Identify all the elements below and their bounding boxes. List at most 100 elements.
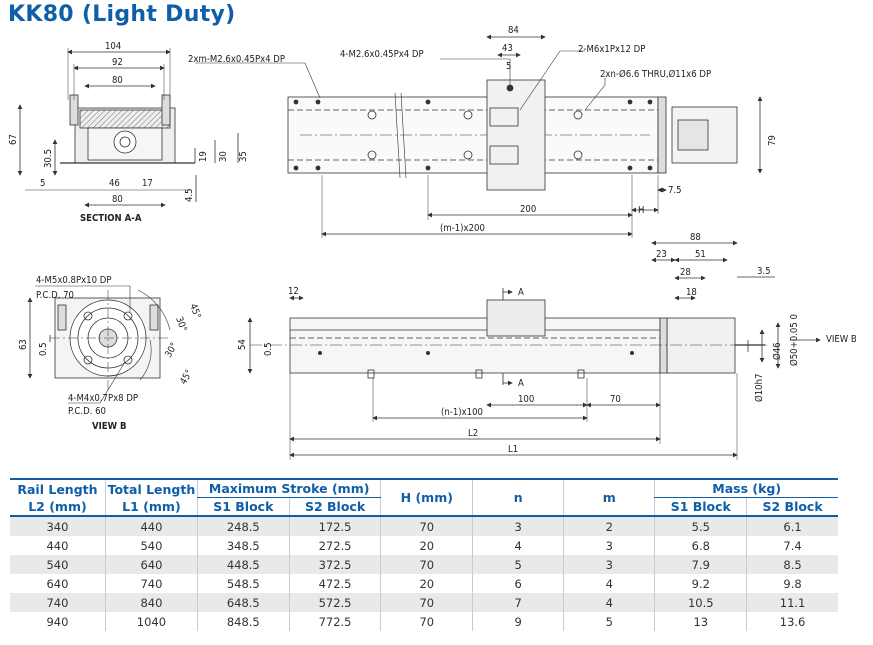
cell: 70: [380, 612, 473, 631]
cell: 348.5: [196, 536, 290, 555]
cell: 9.2: [654, 574, 747, 593]
dim-46: 46: [109, 178, 120, 189]
spec-table: Rail Length L2 (mm) Total Length L1 (mm)…: [10, 478, 838, 631]
cell: 248.5: [196, 516, 290, 536]
angle-45-bottom: 45°: [178, 368, 195, 387]
cell: 740: [10, 593, 106, 612]
cell: 70: [380, 516, 473, 536]
note-2xn-thru: 2xn-Ø6.6 THRU,Ø11x6 DP: [600, 69, 711, 80]
cell: 448.5: [196, 555, 290, 574]
header-stroke-s2: S2 Block: [288, 497, 381, 517]
cell: 70: [380, 555, 473, 574]
cell: 540: [104, 536, 198, 555]
dim-0-5-side: 0.5: [263, 342, 274, 356]
note-4-m2-6: 4-M2.6x0.45Px4 DP: [340, 49, 424, 60]
angle-30-bottom: 30°: [163, 341, 180, 360]
cell: 272.5: [288, 536, 381, 555]
cell: 472.5: [288, 574, 381, 593]
cell: 4: [472, 536, 564, 555]
dim-104: 104: [105, 41, 121, 52]
header-m: m: [563, 479, 655, 517]
cell: 548.5: [196, 574, 290, 593]
cell: 572.5: [288, 593, 381, 612]
cell: 540: [10, 555, 106, 574]
cell: 20: [380, 536, 473, 555]
cell: 6.1: [746, 516, 838, 536]
cell: 648.5: [196, 593, 290, 612]
dim-dia-10h7: Ø10h7: [754, 374, 765, 402]
cell: 3: [563, 536, 655, 555]
table-row: 440 540 348.5 272.5 20 4 3 6.8 7.4: [10, 536, 838, 555]
cell: 2: [563, 516, 655, 536]
cell: 3: [563, 555, 655, 574]
cell: 5: [472, 555, 564, 574]
dim-88: 88: [690, 232, 701, 243]
cell: 7.4: [746, 536, 838, 555]
cell: 940: [10, 612, 106, 631]
dim-m-1-x200: (m-1)x200: [440, 223, 485, 234]
page-title: KK80 (Light Duty): [8, 2, 236, 27]
section-mark-a-bottom: A: [518, 378, 524, 389]
cell: 4: [563, 574, 655, 593]
cell: 3: [472, 516, 564, 536]
table-row: 940 1040 848.5 772.5 70 9 5 13 13.6: [10, 612, 838, 631]
header-mass: Mass (kg): [654, 479, 838, 498]
header-rail-length-unit: L2 (mm): [28, 498, 87, 514]
cell: 10.5: [654, 593, 747, 612]
table-row: 740 840 648.5 572.5 70 7 4 10.5 11.1: [10, 593, 838, 612]
header-rail-length-label: Rail Length: [17, 481, 98, 497]
cell: 7.9: [654, 555, 747, 574]
dim-30-5: 30.5: [43, 149, 54, 168]
technical-drawing: 104 92 80 67 30.5 19 30 35 5 46 17 80 4.…: [8, 25, 857, 460]
cell: 440: [104, 516, 198, 536]
note-pcd-70: P.C.D. 70: [36, 290, 74, 301]
dim-80: 80: [112, 75, 123, 86]
cell: 848.5: [196, 612, 290, 631]
dim-5: 5: [40, 178, 45, 189]
cell: 5: [563, 612, 655, 631]
dim-23: 23: [656, 249, 667, 260]
note-pcd-60: P.C.D. 60: [68, 406, 106, 417]
dim-dia-50: Ø50+0.05 0: [789, 314, 800, 366]
table-row: 340 440 248.5 172.5 70 3 2 5.5 6.1: [10, 516, 838, 536]
cell: 440: [10, 536, 106, 555]
dim-35: 35: [238, 151, 249, 162]
header-rail-length: Rail Length L2 (mm): [10, 479, 106, 517]
cell: 11.1: [746, 593, 838, 612]
dim-28: 28: [680, 267, 691, 278]
dim-18: 18: [686, 287, 697, 298]
dim-19: 19: [198, 151, 209, 162]
dim-200: 200: [520, 204, 536, 215]
dim-63: 63: [18, 339, 29, 350]
header-max-stroke: Maximum Stroke (mm): [196, 479, 381, 498]
cell: 640: [104, 555, 198, 574]
view-b-drawing: 4-M5x0.8Px10 DP P.C.D. 70 4-M4x0.7Px8 DP…: [18, 275, 203, 432]
header-mass-s1: S1 Block: [654, 497, 747, 517]
dim-5-top: 5: [506, 61, 511, 72]
top-view-drawing: 2xm-M2.6x0.45Px4 DP 4-M2.6x0.45Px4 DP 2-…: [188, 25, 778, 238]
note-2xm-m2-6: 2xm-M2.6x0.45Px4 DP: [188, 54, 285, 65]
angle-45-top: 45°: [187, 302, 203, 320]
cell: 9: [472, 612, 564, 631]
dim-30: 30: [218, 151, 229, 162]
dim-70: 70: [610, 394, 621, 405]
section-a-a-label: SECTION A-A: [80, 213, 142, 224]
dim-92: 92: [112, 57, 123, 68]
cell: 8.5: [746, 555, 838, 574]
dim-79: 79: [767, 135, 778, 146]
dim-17: 17: [142, 178, 153, 189]
dim-43: 43: [502, 43, 513, 54]
cell: 7: [472, 593, 564, 612]
header-total-length: Total Length L1 (mm): [104, 479, 198, 517]
header-total-length-label: Total Length: [107, 481, 196, 497]
spec-table-body: 340 440 248.5 172.5 70 3 2 5.5 6.1 440 5…: [10, 516, 838, 631]
dim-0-5-view-b: 0.5: [38, 342, 49, 356]
table-row: 540 640 448.5 372.5 70 5 3 7.9 8.5: [10, 555, 838, 574]
cell: 640: [10, 574, 106, 593]
header-stroke-s1: S1 Block: [196, 497, 290, 517]
cell: 840: [104, 593, 198, 612]
cell: 6: [472, 574, 564, 593]
cell: 772.5: [288, 612, 381, 631]
header-total-length-unit: L1 (mm): [122, 498, 181, 514]
dim-h: H: [638, 205, 644, 216]
